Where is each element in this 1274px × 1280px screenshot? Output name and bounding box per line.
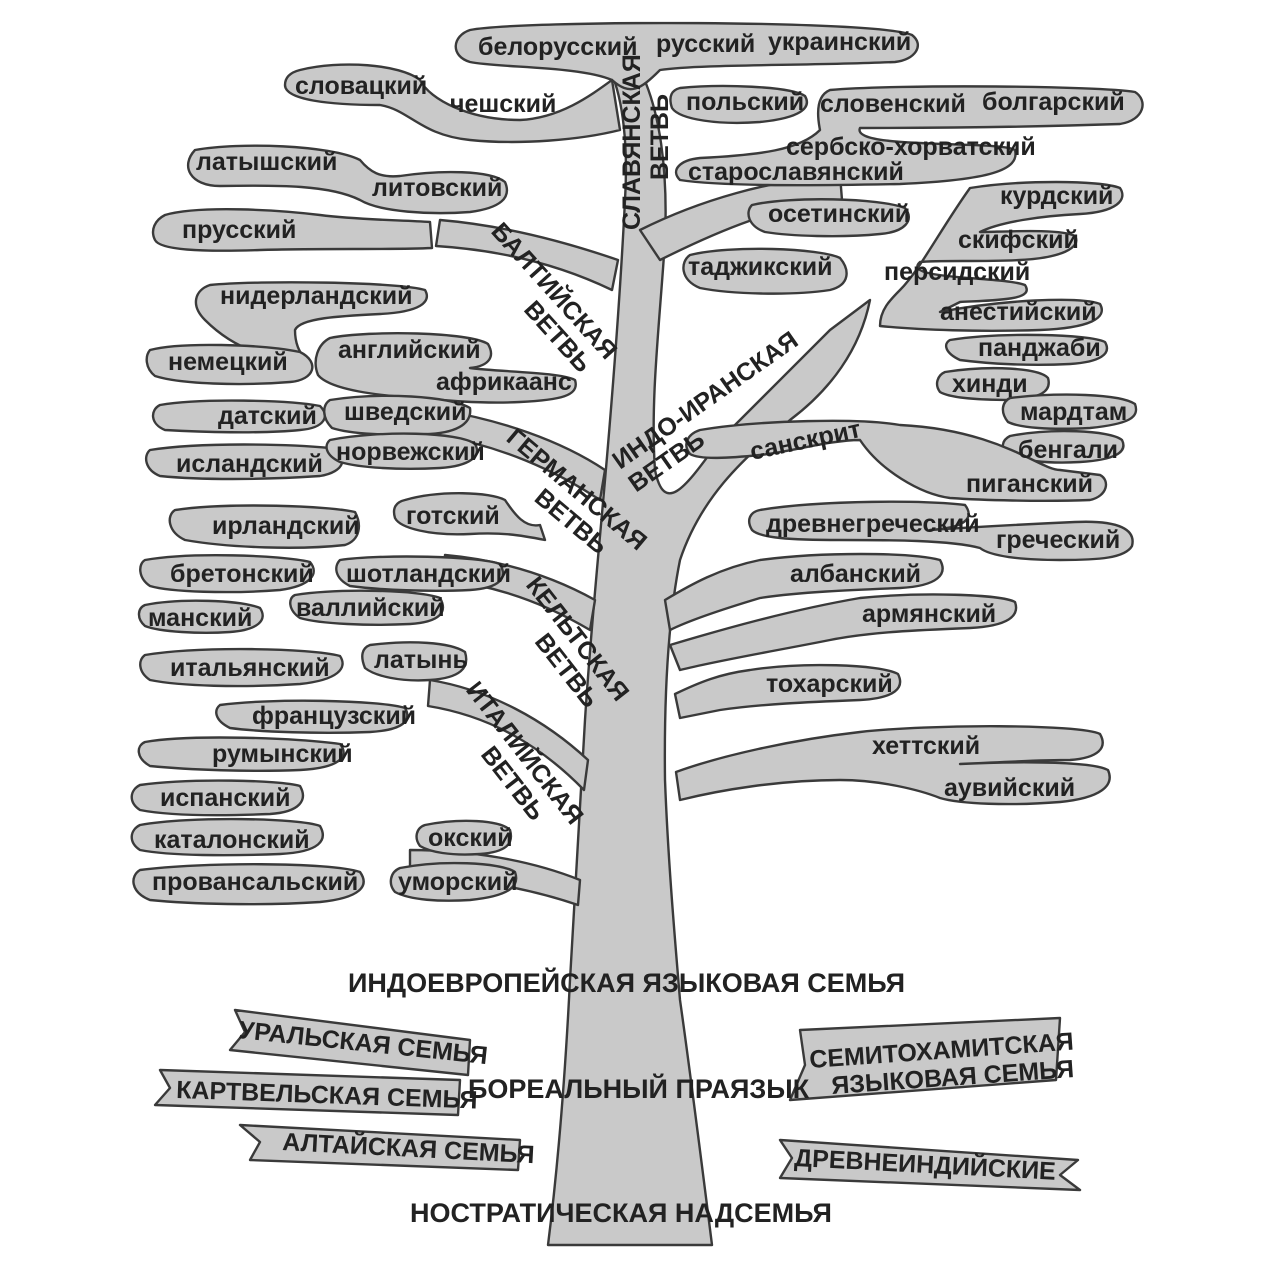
label-tokharsky: тохарский	[766, 670, 893, 698]
label-shotlandsky: шотландский	[346, 560, 511, 588]
label-italyansky: итальянский	[170, 654, 330, 682]
language-labels: белорусский русский украинский словацкий…	[148, 28, 1127, 896]
indoeuropean-family-title: ИНДОЕВРОПЕЙСКАЯ ЯЗЫКОВАЯ СЕМЬЯ	[348, 967, 905, 998]
label-irlandsky: ирландский	[212, 512, 360, 540]
branch-slavic-line1: СЛАВЯНСКАЯ	[618, 54, 646, 230]
label-grechesky: греческий	[996, 526, 1120, 554]
label-bengali: бенгали	[1018, 436, 1118, 464]
label-rumynsky: румынский	[212, 740, 353, 768]
label-anestiysky: анестийский	[940, 298, 1097, 326]
label-gotsky: готский	[406, 502, 500, 530]
label-prussky: прусский	[182, 216, 296, 244]
label-umorsky: уморский	[398, 868, 517, 896]
label-latyshsky: латышский	[196, 148, 337, 176]
label-skifsky: скифский	[958, 226, 1079, 254]
label-pigansky: пиганский	[966, 470, 1093, 498]
label-latyn: латынь	[374, 646, 468, 674]
label-afrikaans: африкаанс	[436, 368, 572, 396]
label-albansky: албанский	[790, 560, 921, 588]
label-russky: русский	[656, 30, 755, 58]
label-angliysky: английский	[338, 336, 481, 364]
family-ribbons	[153, 1008, 1082, 1192]
label-provansalsky: провансальский	[152, 868, 358, 896]
label-drevnegrech: древнегреческий	[766, 510, 980, 538]
label-mardtam: мардтам	[1020, 398, 1127, 426]
label-frantsuzsky: французский	[252, 702, 416, 730]
label-ispansky: испанский	[160, 784, 291, 812]
label-niderland: нидерландский	[220, 282, 412, 310]
label-islandsky: исландский	[176, 450, 323, 478]
nostratic-superfamily-title: НОСТРАТИЧЕСКАЯ НАДСЕМЬЯ	[410, 1198, 832, 1228]
label-shvedsky: шведский	[344, 398, 466, 426]
label-osetinsky: осетинский	[768, 200, 910, 228]
label-khettsky: хеттский	[872, 732, 980, 760]
label-staroslav: старославянский	[688, 158, 904, 186]
label-cheshsky: чешский	[450, 90, 556, 118]
label-mansky: манский	[148, 604, 252, 632]
label-tadzhiksky: таджикский	[688, 253, 832, 281]
label-oksky: окский	[428, 824, 513, 852]
label-bolgarsky: болгарский	[982, 88, 1125, 116]
label-persidsky: персидский	[884, 258, 1030, 286]
label-pandzhabi: панджаби	[978, 334, 1101, 362]
label-serbo: сербско-хорватский	[786, 133, 1036, 161]
label-litovsky: литовский	[372, 174, 502, 202]
label-hindi: хинди	[952, 370, 1028, 398]
branch-slavic-line2: ВЕТВЬ	[646, 94, 674, 180]
label-belorussky: белорусский	[478, 33, 637, 61]
label-kurdsky: курдский	[1000, 182, 1113, 210]
label-armyansky: армянский	[862, 600, 996, 628]
label-ukrainsky: украинский	[768, 28, 911, 56]
label-auviysky: аувийский	[944, 774, 1075, 802]
label-nemetsky: немецкий	[168, 348, 288, 376]
label-norvezhsky: норвежский	[336, 438, 485, 466]
label-slovatsky: словацкий	[295, 72, 427, 100]
label-bretonsky: бретонский	[170, 560, 314, 588]
label-valliysky: валлийский	[296, 594, 445, 622]
label-polsky: польский	[686, 88, 804, 116]
label-datsky: датский	[218, 402, 317, 430]
boreal-protolanguage-label: БОРЕАЛЬНЫЙ ПРАЯЗЫК	[468, 1073, 810, 1104]
leaf-bubbles	[130, 21, 1144, 906]
label-slovensky: словенский	[820, 90, 966, 118]
label-katalonsky: каталонский	[154, 826, 310, 854]
